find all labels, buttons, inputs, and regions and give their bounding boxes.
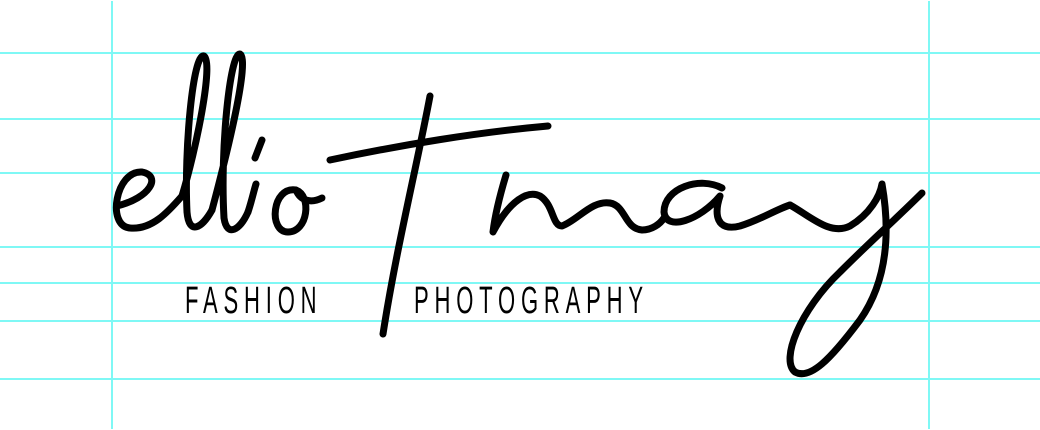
- letter-t-stem: [379, 92, 434, 338]
- guide-line-horizontal: [0, 52, 1040, 54]
- letter-a: [660, 179, 794, 231]
- guide-line-horizontal: [0, 282, 1040, 284]
- guide-line-horizontal: [0, 378, 1040, 380]
- letter-y: [786, 180, 926, 378]
- guide-line-vertical: [111, 1, 113, 429]
- guide-line-horizontal: [0, 246, 1040, 248]
- guide-line-vertical: [928, 1, 930, 429]
- letter-o: [271, 186, 326, 236]
- i-dot: [251, 136, 266, 162]
- letter-l: [208, 50, 252, 234]
- letter-t-bar: [326, 122, 552, 164]
- guide-line-horizontal: [0, 172, 1040, 174]
- letter-l: [178, 52, 216, 231]
- letter-i: [244, 180, 260, 216]
- tagline-photography: PHOTOGRAPHY: [414, 280, 649, 322]
- letter-m: [489, 171, 668, 236]
- letter-e: [112, 168, 186, 232]
- guide-line-horizontal: [0, 320, 1040, 322]
- tagline-fashion: FASHION: [185, 280, 323, 322]
- guide-line-horizontal: [0, 118, 1040, 120]
